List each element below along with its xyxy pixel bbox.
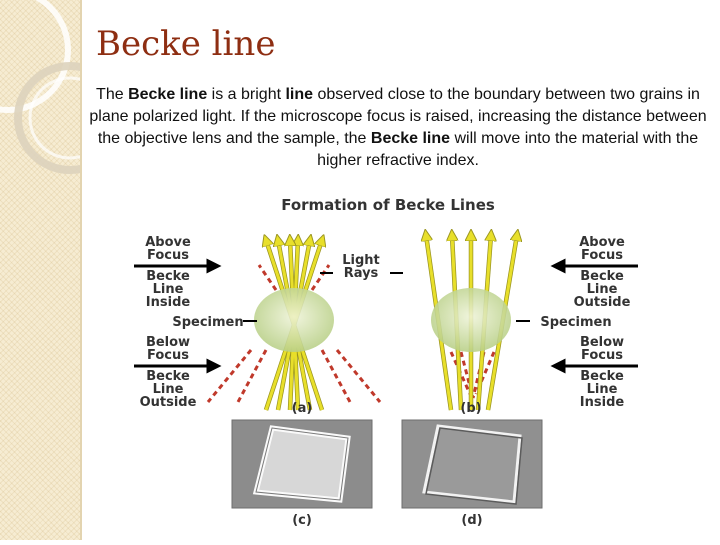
bold-term: line <box>285 86 314 103</box>
caption-b: (b) <box>460 401 481 416</box>
text-run: The <box>96 86 129 103</box>
text-run: is a bright <box>207 86 286 103</box>
bold-term: Becke line <box>370 130 451 147</box>
below-focus-rays-a <box>206 349 382 403</box>
micrograph-d <box>401 419 543 509</box>
panel-b <box>426 235 517 411</box>
specimen-b <box>431 288 511 352</box>
caption-c: (c) <box>292 513 312 528</box>
panel-a <box>206 240 382 411</box>
specimen-a <box>254 288 334 352</box>
sidebar-divider <box>80 0 82 540</box>
slide-title: Becke line <box>96 24 276 64</box>
decorative-sidebar <box>0 0 126 540</box>
micrograph-c <box>231 419 373 509</box>
caption-d: (d) <box>461 513 482 528</box>
text-run: observed close to the boundary between t… <box>89 86 707 147</box>
becke-line-figure: Formation of Becke Lines <box>134 196 638 528</box>
body-paragraph: The Becke line is a bright line observed… <box>88 84 708 172</box>
text-run: will move into the material with the hig… <box>317 130 699 169</box>
label-specimen-right: Specimen <box>540 315 611 330</box>
bold-term: Becke line <box>128 86 208 103</box>
caption-a: (a) <box>292 401 313 416</box>
figure-title: Formation of Becke Lines <box>281 196 495 214</box>
decorative-circles <box>0 0 126 174</box>
label-specimen-left: Specimen <box>172 315 243 330</box>
